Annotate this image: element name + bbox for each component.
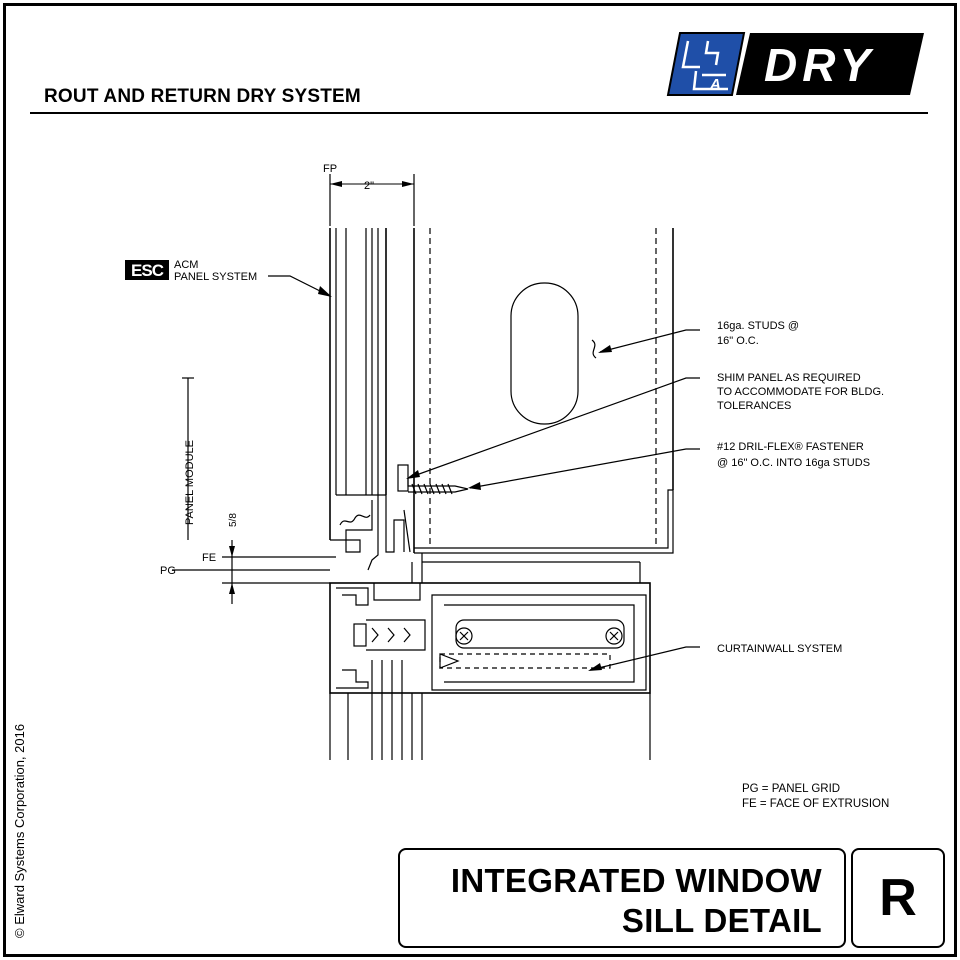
- title-line-1: INTEGRATED WINDOW: [450, 862, 822, 899]
- dim-width-label: 2": [364, 180, 374, 192]
- legend-fe: FE = FACE OF EXTRUSION: [742, 798, 890, 810]
- dim-fp-label: FP: [323, 163, 337, 175]
- acm-label-line2: PANEL SYSTEM: [174, 271, 257, 283]
- studs-note-line1: 16ga. STUDS @: [717, 320, 799, 332]
- header-rule: [30, 112, 928, 114]
- copyright-notice: © Elward Systems Corporation, 2016: [12, 723, 27, 938]
- logo-mark-letter: A: [709, 76, 721, 93]
- fastener-note-line1: #12 DRIL-FLEX® FASTENER: [717, 441, 864, 453]
- esc-logo: ESC: [125, 260, 169, 280]
- drawing-border: [3, 3, 957, 957]
- panel-module-label: PANEL MODULE: [184, 440, 196, 525]
- page-title: ROUT AND RETURN DRY SYSTEM: [44, 86, 361, 107]
- shim-note-line2: TO ACCOMMODATE FOR BLDG.: [717, 386, 884, 398]
- fastener-note-line2: @ 16" O.C. INTO 16ga STUDS: [717, 457, 870, 469]
- studs-note-line2: 16" O.C.: [717, 335, 759, 347]
- abbreviation-legend: PG = PANEL GRID FE = FACE OF EXTRUSION: [742, 782, 889, 812]
- curtainwall-note: CURTAINWALL SYSTEM: [717, 643, 842, 655]
- title-block: INTEGRATED WINDOW SILL DETAIL: [398, 848, 846, 948]
- shim-note-line3: TOLERANCES: [717, 400, 791, 412]
- sheet-letter: R: [851, 848, 945, 948]
- fe-label: FE: [202, 552, 216, 564]
- logo-brand-black: [736, 33, 924, 95]
- esc-logo-text: ESC: [131, 261, 164, 280]
- title-line-2: SILL DETAIL: [621, 902, 822, 939]
- acm-label-line1: ACM: [174, 259, 198, 271]
- dim-fraction-label: 5/8: [228, 513, 239, 527]
- dry-logo: A DRY: [666, 32, 924, 96]
- legend-pg: PG = PANEL GRID: [742, 783, 841, 795]
- shim-note-line1: SHIM PANEL AS REQUIRED: [717, 372, 861, 384]
- pg-label: PG: [160, 565, 176, 577]
- logo-brand-text: DRY: [764, 39, 875, 91]
